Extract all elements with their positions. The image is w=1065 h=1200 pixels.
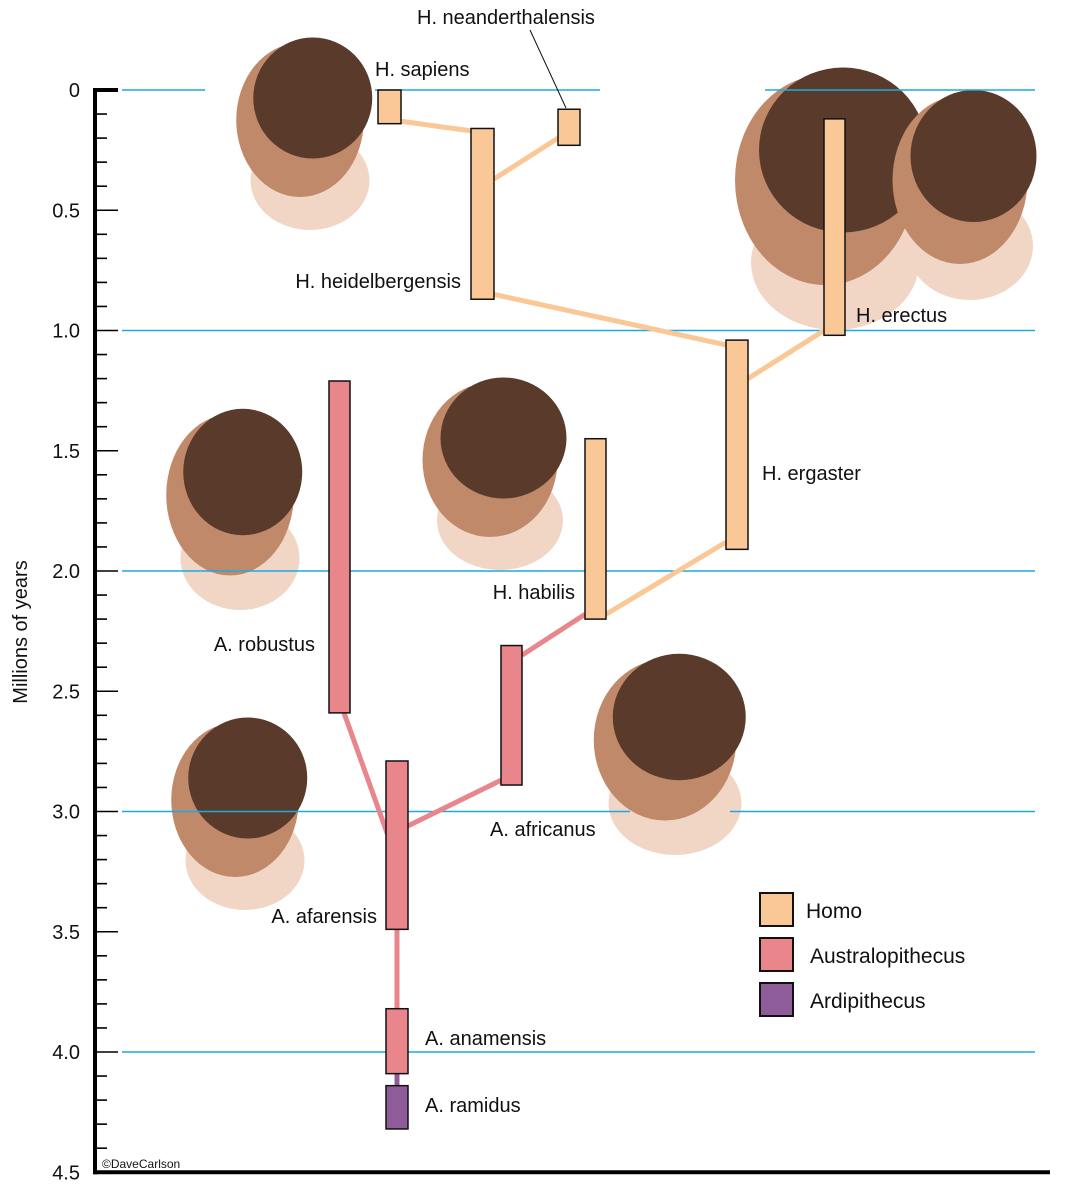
legend-swatch bbox=[759, 937, 794, 972]
species-bar-neanderthalensis bbox=[557, 108, 581, 147]
y-tick-label: 4.5 bbox=[52, 1162, 80, 1184]
y-tick-label: 0 bbox=[69, 80, 80, 102]
species-bar-heidelbergensis bbox=[470, 127, 495, 300]
lineage-link-heidelbergensis-ergaster bbox=[493, 291, 727, 348]
legend-label: Homo bbox=[806, 900, 862, 923]
hominin-head-illustration bbox=[166, 408, 303, 610]
species-label-robustus: A. robustus bbox=[214, 634, 315, 656]
lineage-link-habilis-africanus bbox=[520, 612, 587, 658]
y-axis-label: Millions of years bbox=[10, 560, 32, 703]
y-tick-label: 1.0 bbox=[52, 321, 80, 343]
species-bar-sapiens bbox=[377, 89, 402, 125]
y-tick-label: 1.5 bbox=[52, 441, 80, 463]
neanderthalensis-leader-line bbox=[529, 29, 567, 109]
y-tick-label: 2.5 bbox=[52, 681, 80, 703]
species-bar-erectus bbox=[823, 118, 846, 337]
species-label-ergaster: H. ergaster bbox=[762, 463, 861, 485]
species-label-afarensis: A. afarensis bbox=[271, 906, 377, 928]
hominin-head-illustration bbox=[593, 653, 746, 855]
hair-shape bbox=[612, 653, 746, 781]
lineage-link-robustus-afarensis bbox=[341, 712, 391, 837]
legend-swatch bbox=[759, 982, 794, 1017]
y-tick-label: 3.5 bbox=[52, 922, 80, 944]
legend-label: Ardipithecus bbox=[810, 990, 926, 1013]
y-tick-label: 4.0 bbox=[52, 1042, 80, 1064]
species-bar-anamensis bbox=[385, 1007, 409, 1075]
legend-swatch bbox=[759, 892, 794, 927]
species-bar-ramidus bbox=[385, 1084, 409, 1130]
species-label-habilis: H. habilis bbox=[493, 582, 575, 604]
hair-shape bbox=[183, 408, 303, 536]
hominin-head-illustration bbox=[171, 717, 308, 910]
hair-shape bbox=[253, 37, 373, 159]
species-bar-afarensis bbox=[385, 760, 409, 931]
species-label-neanderthalensis: H. neanderthalensis bbox=[417, 7, 595, 29]
hominin-head-illustration bbox=[892, 90, 1037, 300]
lineage-link-sapiens-heidelbergensis bbox=[400, 118, 472, 134]
legend-label: Australopithecus bbox=[810, 945, 965, 968]
y-tick-label: 3.0 bbox=[52, 802, 80, 824]
species-label-anamensis: A. anamensis bbox=[425, 1028, 546, 1050]
lineage-link-africanus-afarensis bbox=[406, 777, 503, 829]
lineage-link-neanderthalensis-heidelbergensis bbox=[492, 135, 560, 182]
hominin-head-illustration bbox=[422, 377, 567, 570]
species-label-africanus: A. africanus bbox=[490, 819, 596, 841]
species-label-ramidus: A. ramidus bbox=[425, 1095, 521, 1117]
lineage-link-ergaster-habilis bbox=[604, 539, 728, 617]
species-bar-habilis bbox=[584, 437, 607, 620]
species-bar-africanus bbox=[500, 644, 523, 786]
hair-shape bbox=[440, 377, 567, 499]
species-label-heidelbergensis: H. heidelbergensis bbox=[295, 271, 461, 293]
species-bar-robustus bbox=[328, 380, 351, 714]
y-tick-label: 2.0 bbox=[52, 561, 80, 583]
copyright-credit: ©DaveCarlson bbox=[102, 1157, 180, 1171]
hair-shape bbox=[188, 717, 308, 839]
hominin-head-illustration bbox=[236, 37, 373, 230]
hair-shape bbox=[910, 90, 1037, 222]
species-label-sapiens: H. sapiens bbox=[375, 59, 470, 81]
y-tick-label: 0.5 bbox=[52, 200, 80, 222]
lineage-link-erectus-ergaster bbox=[746, 328, 826, 381]
species-bar-ergaster bbox=[725, 339, 749, 551]
species-label-erectus: H. erectus bbox=[856, 305, 947, 327]
